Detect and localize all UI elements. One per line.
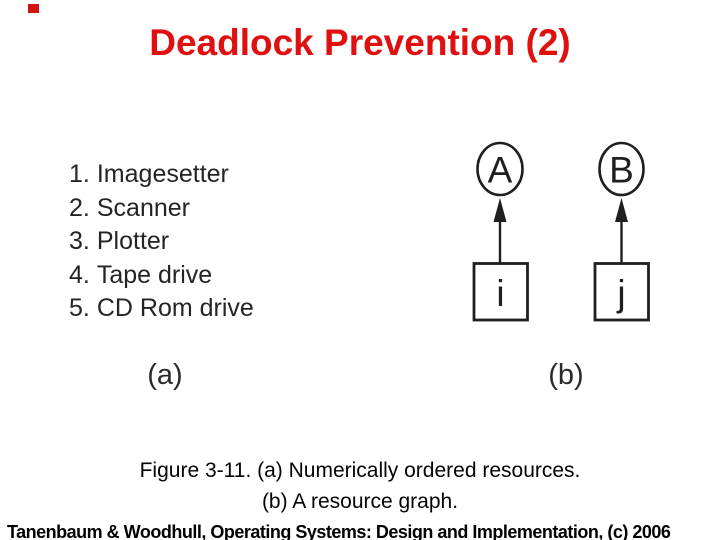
- list-item-name: Plotter: [96, 227, 170, 255]
- resource-graph-diagram: A B i j: [472, 141, 650, 322]
- resource-list-item: 3.Plotter: [69, 225, 254, 259]
- corner-artifact-mark: [28, 4, 39, 13]
- resource-list-item: 5.CD Rom drive: [69, 292, 254, 326]
- attribution-footer: Tanenbaum & Woodhull, Operating Systems:…: [7, 522, 671, 540]
- list-item-number: 4.: [69, 260, 90, 289]
- caption-line-1: Figure 3-11. (a) Numerically ordered res…: [139, 459, 581, 482]
- resource-node-j-square: [593, 262, 650, 322]
- resource-node-i-square: [472, 262, 529, 322]
- panel-a-label: (a): [147, 359, 183, 391]
- list-item-name: CD Rom drive: [96, 294, 254, 322]
- panel-b-label: (b): [548, 359, 584, 391]
- list-item-number: 3.: [69, 227, 90, 255]
- list-item-number: 2.: [69, 193, 90, 222]
- list-item-name: Scanner: [96, 193, 190, 222]
- process-node-A-label: A: [488, 150, 513, 191]
- resource-node-i-label: i: [496, 273, 504, 314]
- list-item-name: Tape drive: [96, 260, 213, 289]
- resource-list-item: 2.Scanner: [69, 192, 254, 226]
- caption-line-2: (b) A resource graph.: [261, 489, 459, 513]
- process-node-A-circle: [476, 141, 524, 197]
- list-item-name: Imagesetter: [96, 160, 229, 188]
- slide-title: Deadlock Prevention (2): [149, 22, 571, 63]
- resource-list: 1.Imagesetter 2.Scanner 3.Plotter 4.Tape…: [69, 158, 254, 326]
- list-item-number: 1.: [69, 160, 90, 188]
- process-node-B-label: B: [609, 150, 634, 191]
- edge-i-to-A-arrowhead: [493, 198, 507, 222]
- resource-list-item: 4.Tape drive: [69, 259, 254, 293]
- resource-node-j-label: j: [616, 273, 625, 314]
- process-node-B-circle: [598, 141, 645, 197]
- list-item-number: 5.: [69, 294, 90, 322]
- edge-j-to-B-arrowhead: [615, 198, 628, 222]
- figure-caption: Figure 3-11. (a) Numerically ordered res…: [0, 456, 720, 517]
- resource-list-item: 1.Imagesetter: [69, 158, 254, 192]
